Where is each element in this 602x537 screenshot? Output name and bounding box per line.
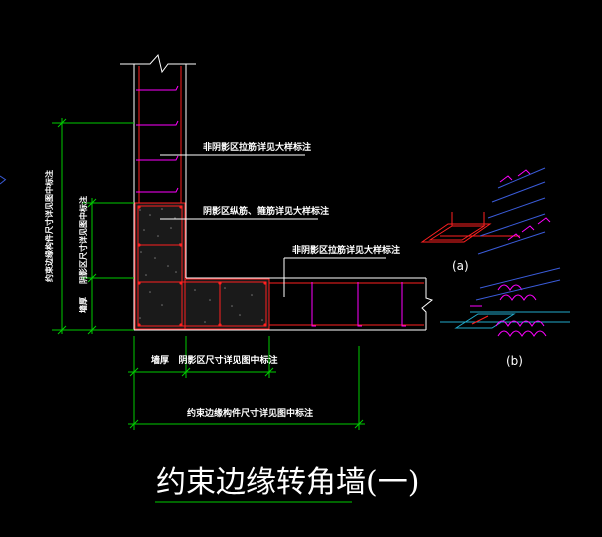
note-upper-nonshaded: 非阴影区拉筋详见大样标注 [203, 141, 311, 153]
note-right-nonshaded: 非阴影区拉筋详见大样标注 [292, 244, 400, 256]
detail-b-label: (b) [506, 354, 523, 368]
detail-b [440, 267, 570, 337]
edge-fragment [0, 175, 7, 185]
detail-a-label: (a) [452, 259, 469, 273]
horizontal-wall [134, 277, 434, 331]
detail-a [420, 167, 551, 255]
horizontal-wall-rebar [269, 282, 424, 326]
leader-lines [160, 154, 386, 297]
dim-bottom-outer: 约束边缘构件尺寸详见图中标注 [187, 407, 313, 419]
vertical-wall-ties [136, 85, 179, 193]
shaded-zone [134, 202, 270, 330]
dim-bottom-wall: 墙厚 [151, 354, 169, 366]
dim-bottom-shaded: 阴影区尺寸详见图中标注 [178, 354, 277, 366]
dim-left-inner: 阴影区尺寸详见图中标注 [78, 196, 88, 284]
vertical-wall-rebar [138, 66, 182, 203]
horizontal-wall-ties [311, 282, 406, 327]
note-shaded: 阴影区纵筋、箍筋详见大样标注 [203, 205, 329, 217]
drawing-title: 约束边缘转角墙(一) [156, 465, 419, 500]
dim-left-outer: 约束边缘构件尺寸详见图中标注 [44, 170, 54, 282]
bottom-dimensions [128, 336, 365, 430]
dim-left-wall: 墙厚 [78, 297, 88, 313]
left-dimensions [52, 118, 134, 335]
vertical-wall [120, 53, 196, 330]
